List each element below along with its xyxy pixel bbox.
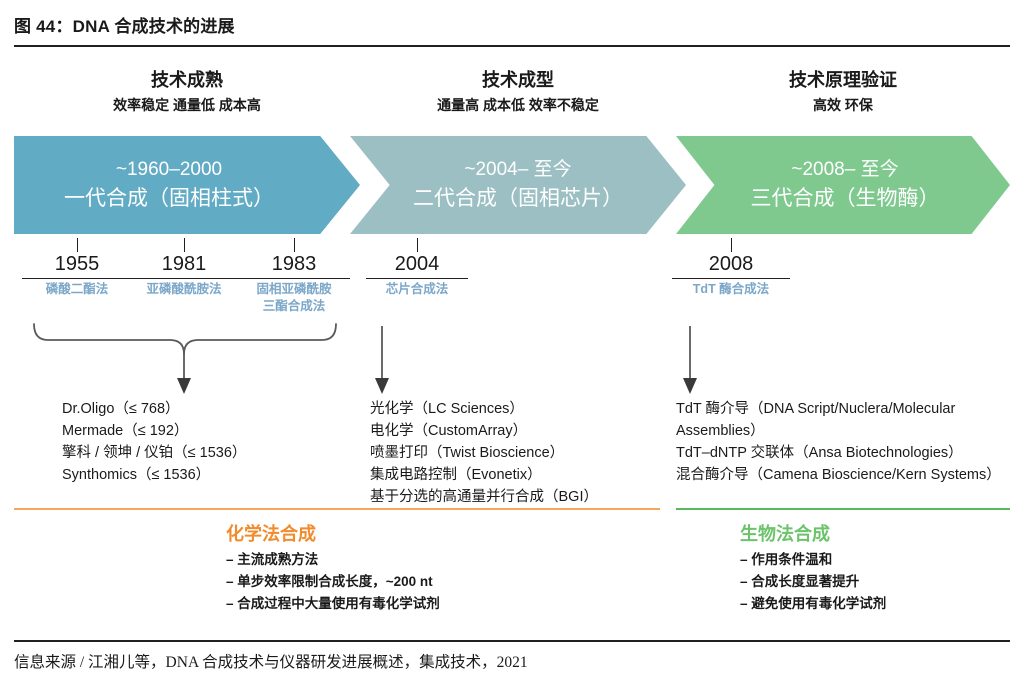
milestone-method: 芯片合成法 <box>385 282 449 296</box>
milestone-1983: 1983 固相亚磷酰胺 三酯合成法 <box>238 238 350 316</box>
technique-list-gen3: TdT 酶介导（DNA Script/Nuclera/Molecular Ass… <box>676 398 1012 486</box>
milestone-method: 固相亚磷酰胺 三酯合成法 <box>256 282 332 314</box>
summary-panel-chemical: 化学法合成 – 主流成熟方法 – 单步效率限制合成长度，~200 nt – 合成… <box>14 508 660 615</box>
list-item: 喷墨打印（Twist Bioscience） <box>370 445 565 462</box>
summary-bullets: – 作用条件温和 – 合成长度显著提升 – 避免使用有毒化学试剂 <box>740 549 1010 615</box>
milestone-underline <box>672 278 790 279</box>
down-arrow-icon <box>683 326 697 394</box>
milestone-year: 2008 <box>708 253 754 275</box>
arrow-connector-column2 <box>372 322 392 401</box>
chevron-period: ~2004– 至今 <box>464 158 572 180</box>
list-item: 电化学（CustomArray） <box>370 423 528 440</box>
technique-list-gen2: 光化学（LC Sciences） 电化学（CustomArray） 喷墨打印（T… <box>370 398 670 508</box>
phase-maturity-label: 技术成熟 <box>151 70 223 90</box>
chevron-period: ~2008– 至今 <box>791 158 899 180</box>
list-item: TdT 酶介导（DNA Script/Nuclera/Molecular Ass… <box>676 401 956 440</box>
phase-attributes-label: 高效 环保 <box>813 97 873 114</box>
chevron-name: 二代合成（固相芯片） <box>413 186 623 210</box>
chevron-band-gen1: ~1960–2000 一代合成（固相柱式） <box>14 136 360 234</box>
milestone-year: 2004 <box>394 253 440 275</box>
summary-panel-biological: 生物法合成 – 作用条件温和 – 合成长度显著提升 – 避免使用有毒化学试剂 <box>676 508 1010 615</box>
chevron-name: 三代合成（生物酶） <box>750 186 940 210</box>
milestone-year: 1983 <box>271 253 317 275</box>
summary-bullet: – 避免使用有毒化学试剂 <box>740 595 887 611</box>
summary-bullets: – 主流成熟方法 – 单步效率限制合成长度，~200 nt – 合成过程中大量使… <box>226 549 660 615</box>
milestone-year: 1955 <box>54 253 100 275</box>
milestone-tick <box>293 238 295 252</box>
summary-bullet: – 主流成熟方法 <box>226 552 319 567</box>
chevron-name: 一代合成（固相柱式） <box>64 186 274 210</box>
milestone-2008: 2008 TdT 酶合成法 <box>672 238 790 298</box>
list-item: 光化学（LC Sciences） <box>370 401 524 417</box>
milestone-method: 磷酸二酯法 <box>45 282 109 296</box>
phase-attributes-label: 效率稳定 通量低 成本高 <box>113 97 261 114</box>
list-item: 擎科 / 领坤 / 仪铂（≤ 1536） <box>62 445 247 462</box>
summary-bullet: – 合成过程中大量使用有毒化学试剂 <box>226 595 440 611</box>
milestone-tick <box>183 238 185 252</box>
footer-divider <box>14 640 1010 642</box>
summary-bullet: – 作用条件温和 <box>740 552 833 567</box>
phase-maturity-label: 技术成型 <box>482 70 554 90</box>
source-note: 信息来源 / 江湘儿等，DNA 合成技术与仪器研发进展概述，集成技术，2021 <box>14 654 528 671</box>
summary-bullet: – 单步效率限制合成长度，~200 nt <box>226 573 433 589</box>
milestone-method: 亚磷酸酰胺法 <box>146 282 222 296</box>
list-item: Synthomics（≤ 1536） <box>62 467 211 484</box>
list-item: TdT–dNTP 交联体（Ansa Biotechnologies） <box>676 445 963 462</box>
list-item: Mermade（≤ 192） <box>62 423 189 440</box>
milestone-method: TdT 酶合成法 <box>692 282 770 296</box>
chevron-band-gen2: ~2004– 至今 二代合成（固相芯片） <box>350 136 686 234</box>
down-arrow-icon <box>375 326 389 394</box>
phase-heading-gen1: 技术成熟 效率稳定 通量低 成本高 <box>14 68 360 116</box>
list-item: 混合酶介导（Camena Bioscience/Kern Systems） <box>676 467 1001 484</box>
milestone-tick <box>76 238 78 252</box>
milestone-underline <box>238 278 350 279</box>
summary-divider <box>676 508 1010 510</box>
milestone-tick <box>416 238 418 252</box>
summary-bullet: – 合成长度显著提升 <box>740 573 860 589</box>
milestone-tick <box>730 238 732 252</box>
summary-divider <box>14 508 660 510</box>
phase-attributes-label: 通量高 成本低 效率不稳定 <box>437 97 599 114</box>
milestone-underline <box>128 278 240 279</box>
phase-heading-gen2: 技术成型 通量高 成本低 效率不稳定 <box>350 68 686 116</box>
phase-heading-gen3: 技术原理验证 高效 环保 <box>676 68 1010 116</box>
summary-title: 生物法合成 <box>740 524 830 544</box>
milestone-underline <box>366 278 468 279</box>
list-item: 基于分选的高通量并行合成（BGI） <box>370 489 598 506</box>
milestone-year: 1981 <box>161 253 207 275</box>
brace-connector-chemical-column1 <box>30 322 340 401</box>
curly-brace-icon <box>33 323 337 394</box>
list-item: 集成电路控制（Evonetix） <box>370 467 542 484</box>
milestone-1981: 1981 亚磷酸酰胺法 <box>128 238 240 298</box>
title-divider <box>14 45 1010 47</box>
summary-title: 化学法合成 <box>226 524 316 544</box>
page-title: 图 44：DNA 合成技术的进展 <box>14 17 235 36</box>
chevron-period: ~1960–2000 <box>115 158 223 180</box>
milestone-1955: 1955 磷酸二酯法 <box>22 238 132 298</box>
list-item: Dr.Oligo（≤ 768） <box>62 401 180 417</box>
milestone-underline <box>22 278 132 279</box>
milestone-2004: 2004 芯片合成法 <box>366 238 468 298</box>
phase-maturity-label: 技术原理验证 <box>789 70 897 90</box>
chevron-band-gen3: ~2008– 至今 三代合成（生物酶） <box>676 136 1010 234</box>
technique-list-gen1: Dr.Oligo（≤ 768） Mermade（≤ 192） 擎科 / 领坤 /… <box>62 398 362 486</box>
arrow-connector-column3 <box>680 322 700 401</box>
